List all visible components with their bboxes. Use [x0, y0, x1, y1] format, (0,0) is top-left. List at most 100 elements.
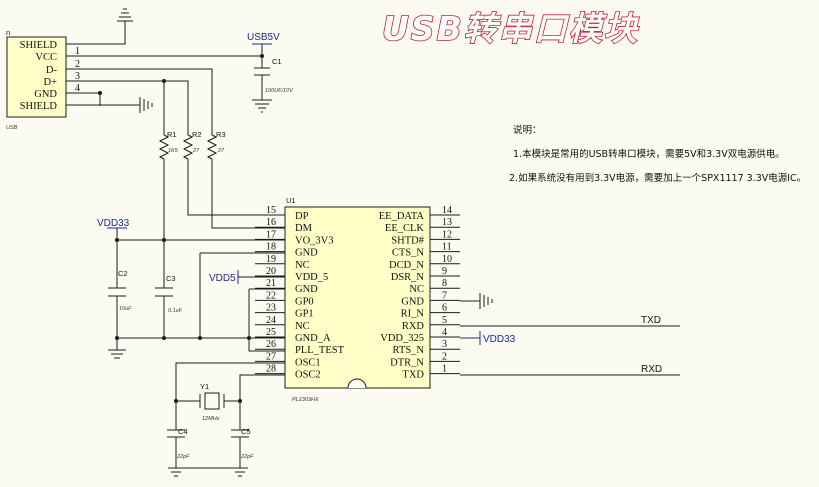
wire-r3-dm: [211, 159, 285, 229]
ic-left-pin-number: 21: [266, 278, 276, 289]
ic-right-pin-label: EE_DATA: [379, 211, 425, 222]
usb-connector-body: [6, 36, 67, 118]
ic-right-pin-label: EE_CLK: [385, 223, 424, 234]
vdd33-left-label: VDD33: [97, 218, 130, 229]
ic-right-pin-number: 6: [442, 303, 447, 314]
net-label-txd: TXD: [641, 315, 661, 326]
capacitor-c1: [252, 67, 272, 113]
resistor-r1: [158, 134, 170, 160]
ic-left-pin-label: GND_A: [295, 333, 331, 344]
ic-left-pin-label: VO_3V3: [295, 235, 334, 246]
ic-left-pin-label: OSC1: [295, 357, 321, 368]
wire-gnd: [66, 92, 101, 106]
ic-right-pin-label: GND: [401, 296, 424, 307]
wire-d-plus: [66, 80, 189, 135]
usb-connector-designator: n: [6, 28, 10, 37]
c1-designator: C1: [272, 57, 282, 66]
y1-value: 12MHz: [202, 416, 220, 422]
ic-right-pin-number: 11: [442, 242, 452, 253]
ic-left-pin-label: NC: [295, 260, 310, 271]
ic-left-pin-label: VDD_5: [295, 272, 328, 283]
ic-right-pin-label: NC: [409, 284, 424, 295]
ic-right-pin-number: 4: [442, 327, 447, 338]
ic-right-pin-number: 2: [442, 351, 447, 362]
usb-pin-number: 3: [75, 71, 80, 82]
ic-right-pin-label: RTS_N: [393, 345, 425, 356]
usb-pin-number: 2: [75, 59, 80, 70]
wire-d-minus: [66, 68, 213, 135]
ic-right-pin-label: RI_N: [401, 309, 425, 320]
ic-left-pin-number: 23: [266, 303, 276, 314]
ground-symbol-top: [117, 8, 133, 22]
ic-left-pin-number: 18: [266, 242, 276, 253]
ic-left-pin-number: 22: [266, 290, 276, 301]
usb-connector: [6, 36, 67, 118]
ic-right-pin-number: 3: [442, 339, 447, 350]
ic-left-pin-number: 20: [266, 266, 276, 277]
ic-right-pin-label: CTS_N: [392, 248, 425, 259]
junction-dots: [98, 54, 264, 403]
c1-value: 100UF/10V: [265, 88, 294, 94]
c2-designator: C2: [118, 269, 128, 278]
ic-right-pin-number: 9: [442, 266, 447, 277]
junction-dot: [198, 336, 202, 340]
crystal-plates: [199, 394, 225, 408]
notes-line-2: 2.如果系统没有用到3.3V电源，需要加上一个SPX1117 3.3V电源IC。: [509, 172, 806, 184]
ic-right-pin-number: 14: [442, 205, 452, 216]
ic-right-pin-number: 7: [442, 290, 447, 301]
crystal-y1: [204, 392, 220, 410]
r1-value: 1K5: [168, 148, 179, 154]
usb-pin-label: D+: [43, 77, 57, 88]
wire-pll-test: [248, 338, 285, 352]
junction-dot: [98, 91, 102, 95]
usb5v-label: USB5V: [247, 32, 280, 43]
c4-value: 22pF: [176, 454, 190, 460]
ic-left-pin-number: 17: [266, 229, 276, 240]
ic-u1-body: [284, 206, 431, 389]
r3-value: 27: [217, 148, 225, 154]
left-power-wires: [108, 228, 285, 359]
ic-left-pin-label: OSC2: [295, 370, 321, 381]
c2-value: 10uF: [119, 306, 132, 312]
ic-left-pin-number: 26: [266, 339, 276, 350]
ic-right-pin-number: 10: [442, 254, 452, 265]
ic-right-pin-number: 5: [442, 315, 447, 326]
ic-right-pin-number: 12: [442, 229, 452, 240]
vdd5-label: VDD5: [209, 273, 236, 284]
junction-dot: [115, 336, 119, 340]
ic-left-pin-number: 25: [266, 327, 276, 338]
ic-left-pin-label: GND: [295, 248, 318, 259]
ic-u1-notch: [347, 378, 367, 389]
capacitor-c2: [108, 287, 126, 297]
ic-right-pin-label: VDD_325: [380, 333, 424, 344]
ic-left-pin-label: DM: [295, 223, 313, 234]
notes-line-1: 1.本模块是常用的USB转串口模块，需要5V和3.3V双电源供电。: [513, 148, 785, 160]
connector-wires: [66, 21, 263, 135]
junction-dot: [162, 238, 166, 242]
usb-connector-footprint: USB: [6, 125, 18, 131]
r2-value: 27: [192, 148, 200, 154]
ic-left-pin-label: NC: [295, 321, 310, 332]
junction-dot: [174, 399, 178, 403]
junction-dot: [260, 54, 264, 58]
ic-left-pin-number: 16: [266, 217, 276, 228]
junction-dot: [238, 399, 242, 403]
ic-left-pin-label: GP0: [295, 296, 314, 307]
usb-pin-number: 4: [75, 83, 80, 94]
ic-right-pin-label: DSR_N: [391, 272, 425, 283]
ic-left-pin-number: 27: [266, 351, 276, 362]
ic-right-pin-label: DTR_N: [390, 357, 424, 368]
resistors: [158, 134, 285, 240]
ic-left-pin-label: GND: [295, 284, 318, 295]
usb-pin-label: SHIELD: [20, 101, 58, 112]
ic-left-pin-number: 28: [266, 364, 276, 375]
ground-symbol-c5: [232, 467, 248, 477]
crystal-wires: [167, 362, 285, 477]
junction-dot: [115, 238, 119, 242]
usb-pin-label: VCC: [35, 52, 57, 63]
ic-right-pin-number: 1: [442, 364, 447, 375]
c5-value: 22pF: [240, 454, 254, 460]
